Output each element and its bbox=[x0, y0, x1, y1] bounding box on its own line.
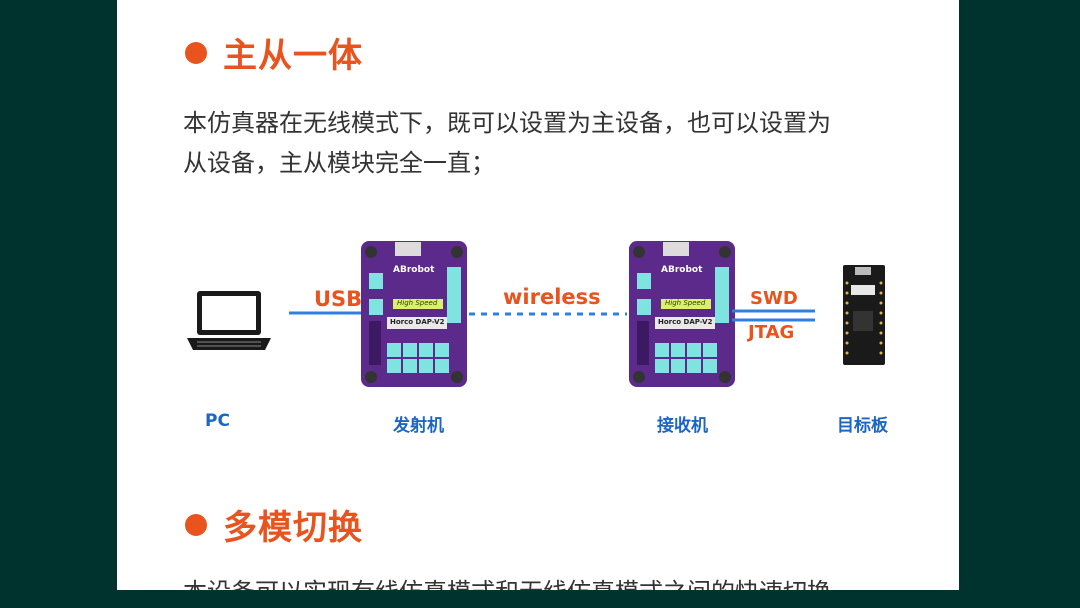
usb-link-label: USB bbox=[314, 287, 363, 311]
receiver-label: 接收机 bbox=[657, 416, 708, 436]
transmitter-brand-label: ABrobot bbox=[393, 265, 435, 275]
pc-label: PC bbox=[205, 411, 230, 431]
bullet-dot-icon bbox=[185, 41, 207, 64]
transmitter-model-label: Horco DAP-V2 bbox=[390, 318, 445, 326]
section-paragraph: 本仿真器在无线模式下，既可以设置为主设备，也可以设置为 从设备，主从模块完全一直… bbox=[183, 103, 903, 183]
transmitter-badge-label: High Speed bbox=[397, 299, 438, 307]
target-board-label: 目标板 bbox=[837, 416, 888, 436]
receiver-brand-label: ABrobot bbox=[661, 265, 703, 275]
receiver-model-label: Horco DAP-V2 bbox=[658, 318, 713, 326]
target-board-icon bbox=[843, 265, 885, 365]
diagram-graphics bbox=[187, 241, 885, 387]
wireless-link-label: wireless bbox=[503, 285, 601, 309]
section-paragraph: 本设备可以实现有线仿真模式和无线仿真模式之间的快速切换 bbox=[183, 572, 903, 590]
paragraph-line: 本设备可以实现有线仿真模式和无线仿真模式之间的快速切换 bbox=[183, 572, 903, 590]
paragraph-line: 从设备，主从模块完全一直； bbox=[183, 149, 495, 177]
paragraph-line: 本仿真器在无线模式下，既可以设置为主设备，也可以设置为 bbox=[183, 109, 831, 137]
transmitter-label: 发射机 bbox=[393, 416, 444, 436]
receiver-board-icon bbox=[629, 241, 735, 387]
section-heading-multimode: 多模切换 bbox=[185, 500, 363, 549]
section-title: 多模切换 bbox=[223, 508, 363, 548]
transmitter-board-icon bbox=[361, 241, 467, 387]
content-card: 主从一体 本仿真器在无线模式下，既可以设置为主设备，也可以设置为 从设备，主从模… bbox=[117, 0, 959, 590]
receiver-badge-label: High Speed bbox=[665, 299, 706, 307]
section-title: 主从一体 bbox=[223, 36, 363, 76]
section-heading-master-slave: 主从一体 bbox=[185, 28, 363, 77]
bullet-dot-icon bbox=[185, 513, 207, 536]
connection-diagram: ABrobot High Speed Horco DAP-V2 ABrobot … bbox=[117, 225, 959, 455]
laptop-icon bbox=[187, 291, 271, 350]
swd-link-label: SWD bbox=[750, 288, 798, 309]
jtag-link-label: JTAG bbox=[748, 322, 795, 343]
